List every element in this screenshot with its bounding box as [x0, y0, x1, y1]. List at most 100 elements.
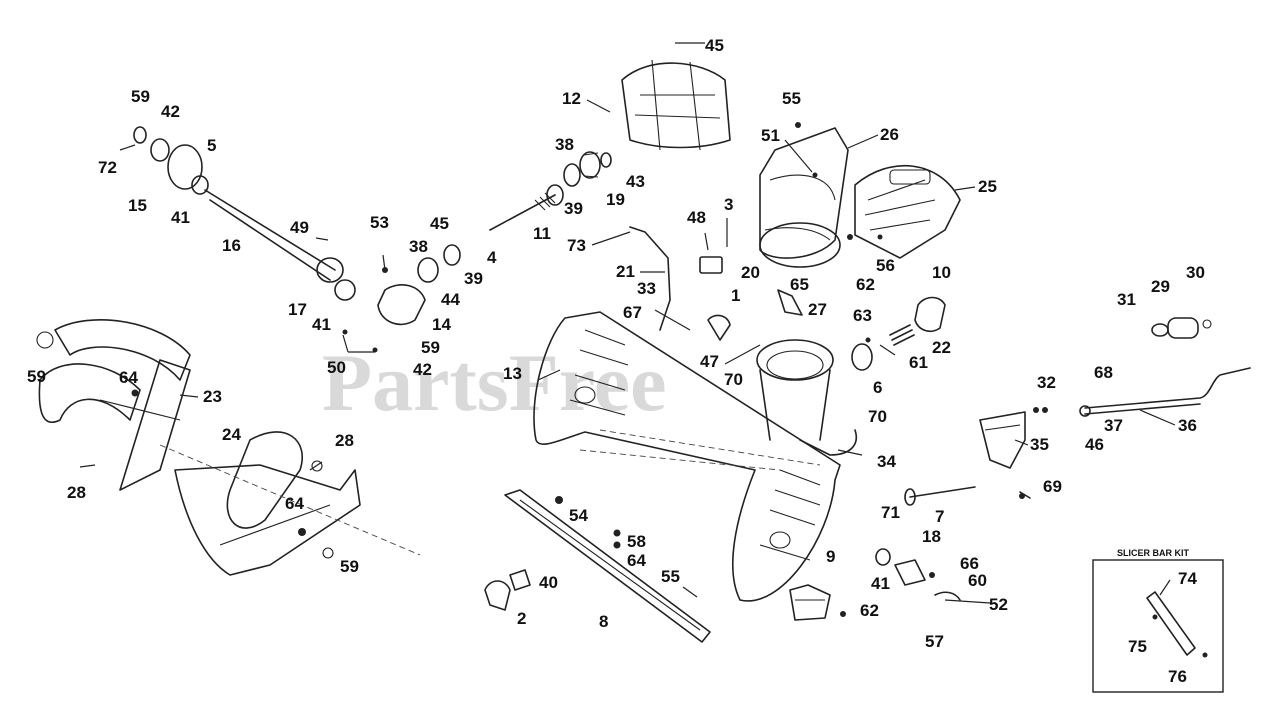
label-2: 2 [517, 609, 526, 628]
label-59b: 59 [421, 338, 440, 357]
label-38: 38 [555, 135, 574, 154]
label-53: 53 [370, 213, 389, 232]
deflector-part-drawing [854, 164, 961, 259]
label-59c: 59 [27, 367, 46, 386]
label-45: 45 [705, 36, 724, 55]
label-71: 71 [881, 503, 900, 522]
bracket-20-drawing [699, 218, 728, 274]
scraper-bar-drawing [504, 489, 711, 643]
worm-shaft-drawing [489, 192, 556, 231]
label-54: 54 [569, 506, 588, 525]
label-37: 37 [1104, 416, 1123, 435]
label-17: 17 [288, 300, 307, 319]
part-labels: 45 12 55 51 26 25 59 42 5 72 15 41 38 43… [27, 36, 1205, 686]
label-58: 58 [627, 532, 646, 551]
label-14: 14 [432, 315, 451, 334]
label-60: 60 [968, 571, 987, 590]
label-27: 27 [808, 300, 827, 319]
label-6: 6 [873, 378, 882, 397]
handle-grip-drawing [1151, 317, 1212, 339]
label-70: 70 [724, 370, 743, 389]
slicer-bar-kit-box: SLICER BAR KIT [1092, 548, 1224, 693]
label-25: 25 [978, 177, 997, 196]
label-34: 34 [877, 452, 896, 471]
label-74: 74 [1178, 569, 1197, 588]
label-41c: 41 [871, 574, 890, 593]
label-38b: 38 [409, 237, 428, 256]
label-62b: 62 [860, 601, 879, 620]
bracket-18-drawing [875, 548, 961, 601]
label-64c: 64 [627, 551, 646, 570]
label-67: 67 [623, 303, 642, 322]
label-52: 52 [989, 595, 1008, 614]
slicer-bar-kit-title: SLICER BAR KIT [1117, 548, 1190, 558]
label-19: 19 [606, 190, 625, 209]
rod-7-drawing [904, 486, 1031, 506]
label-15: 15 [128, 196, 147, 215]
label-36: 36 [1178, 416, 1197, 435]
impeller-part-drawing [621, 42, 731, 151]
label-41b: 41 [312, 315, 331, 334]
label-64b: 64 [285, 494, 304, 513]
label-64: 64 [119, 368, 138, 387]
label-41: 41 [171, 208, 190, 227]
label-4: 4 [487, 248, 497, 267]
label-39: 39 [564, 199, 583, 218]
label-70b: 70 [868, 407, 887, 426]
chute-part-drawing [759, 127, 849, 268]
label-48: 48 [687, 208, 706, 227]
label-20: 20 [741, 263, 760, 282]
label-16: 16 [222, 236, 241, 255]
label-9: 9 [826, 547, 835, 566]
label-32: 32 [1037, 373, 1056, 392]
label-76: 76 [1168, 667, 1187, 686]
label-55b: 55 [661, 567, 680, 586]
label-28b: 28 [67, 483, 86, 502]
label-57: 57 [925, 632, 944, 651]
label-65: 65 [790, 275, 809, 294]
pulley-left-drawing [119, 126, 209, 195]
label-44: 44 [441, 290, 460, 309]
label-62: 62 [856, 275, 875, 294]
bracket-9-drawing [789, 584, 831, 621]
label-26: 26 [880, 125, 899, 144]
label-39b: 39 [464, 269, 483, 288]
chute-ring-drawing [756, 339, 857, 456]
label-35: 35 [1030, 435, 1049, 454]
label-29: 29 [1151, 277, 1170, 296]
label-5: 5 [207, 136, 216, 155]
label-73: 73 [567, 236, 586, 255]
crank-rod-36-drawing [1079, 367, 1251, 417]
auger-shaft-drawing [204, 189, 356, 301]
label-13: 13 [503, 364, 522, 383]
label-68: 68 [1094, 363, 1113, 382]
label-45b: 45 [430, 214, 449, 233]
label-51: 51 [761, 126, 780, 145]
label-11: 11 [533, 224, 551, 243]
label-10: 10 [932, 263, 951, 282]
label-7: 7 [935, 507, 944, 526]
gear-group-drawing [546, 151, 612, 206]
right-auger-drawing [159, 431, 421, 576]
label-47: 47 [700, 352, 719, 371]
rod-73-drawing [629, 226, 671, 331]
label-24: 24 [222, 425, 241, 444]
label-61: 61 [909, 353, 928, 372]
bracket-35-drawing [979, 411, 1026, 469]
label-22: 22 [932, 338, 951, 357]
label-28: 28 [335, 431, 354, 450]
label-40: 40 [539, 573, 558, 592]
label-1: 1 [731, 286, 740, 305]
label-8: 8 [599, 612, 608, 631]
label-75: 75 [1128, 637, 1147, 656]
label-21: 21 [616, 262, 635, 281]
skid-shoe-drawing [484, 569, 531, 611]
label-18: 18 [922, 527, 941, 546]
label-59: 59 [131, 87, 150, 106]
watermark-text: PartsFree [322, 337, 667, 428]
left-auger-drawing [36, 319, 191, 491]
label-42: 42 [161, 102, 180, 121]
label-56: 56 [876, 256, 895, 275]
label-55: 55 [782, 89, 801, 108]
label-69: 69 [1043, 477, 1062, 496]
